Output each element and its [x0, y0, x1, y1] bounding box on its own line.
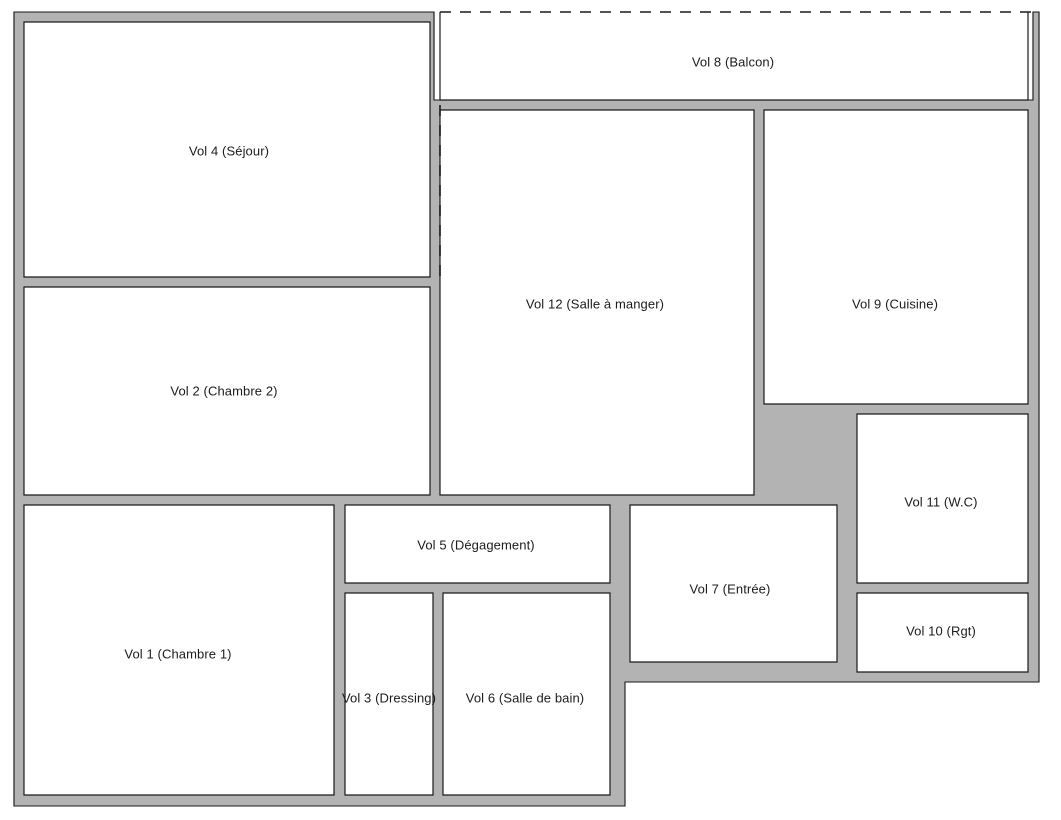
room-face-vol10[interactable] [857, 593, 1028, 672]
room-outline-vol11 [856, 413, 1029, 584]
room-face-vol6[interactable] [443, 593, 610, 795]
room-outline-vol6 [442, 592, 611, 796]
room-outline-vol12 [439, 109, 755, 496]
room-face-vol12[interactable] [440, 110, 754, 495]
room-outline-vol9 [763, 109, 1029, 405]
room-face-vol5[interactable] [345, 505, 610, 583]
room-face-vol8[interactable] [440, 12, 1028, 100]
room-face-vol2[interactable] [24, 287, 430, 495]
room-outline-vol8 [439, 12, 1029, 101]
room-face-vol11[interactable] [857, 414, 1028, 583]
open-edges [439, 11, 1033, 277]
room-outline-vol1 [23, 504, 335, 796]
room-face-vol3[interactable] [345, 593, 433, 795]
room-faces [24, 12, 1028, 795]
room-face-vol4[interactable] [24, 22, 430, 277]
room-outline-vol3 [344, 592, 434, 796]
room-outline-vol2 [23, 286, 431, 496]
room-outline-vol10 [856, 592, 1029, 673]
room-outline-vol4 [23, 21, 431, 278]
room-outline-vol7 [629, 504, 838, 663]
room-face-vol7[interactable] [630, 505, 837, 662]
room-outlines [23, 12, 1029, 796]
room-outline-vol5 [344, 504, 611, 584]
room-face-vol9[interactable] [764, 110, 1028, 404]
room-face-vol1[interactable] [24, 505, 334, 795]
